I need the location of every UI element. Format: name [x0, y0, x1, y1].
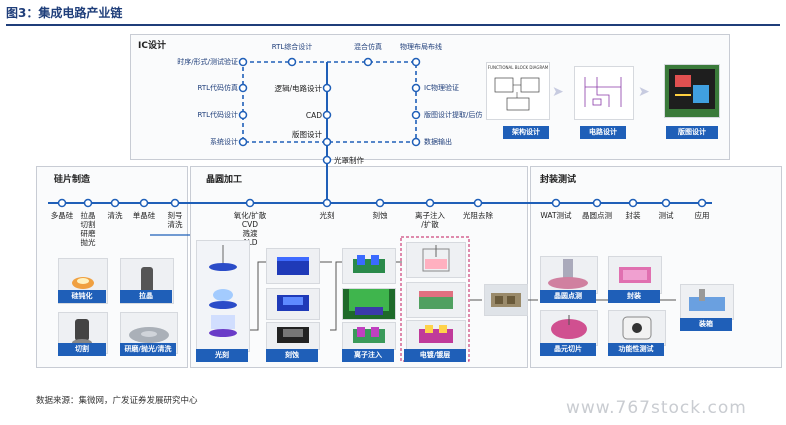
boxing-tray-icon	[689, 289, 725, 311]
dicing-photo	[540, 310, 598, 346]
ic-center-node-2: CAD	[305, 111, 322, 120]
etch-layer-icon	[277, 295, 309, 311]
ic-center-node-3: 版图设计	[292, 130, 322, 139]
layout-screen-icon	[669, 69, 715, 109]
wafer-step-2: 光刻	[319, 211, 335, 220]
silicon-step-3: 清洗	[107, 211, 123, 220]
probe-test-photo	[540, 256, 598, 294]
silicon-step-2: 拉晶 切割 研磨 抛光	[80, 211, 96, 247]
wafer-step-5: 光阻去除	[463, 211, 493, 220]
wafer-photo-caption-1: 光刻	[196, 349, 248, 362]
boxing-photo	[680, 284, 734, 320]
packaging-step-5: 应用	[694, 211, 710, 220]
ic-top-node-1: RTL综合设计	[271, 43, 313, 51]
silicon-photo-caption-3: 切割	[58, 343, 106, 356]
finished-chip-photo	[484, 284, 528, 316]
wafer-photo-caption-3: 离子注入	[342, 349, 394, 362]
ion-beam-icon	[349, 289, 389, 315]
ic-top-node-2: 混合仿真	[354, 43, 382, 51]
functional-test-photo	[608, 310, 666, 346]
packaging-step-4: 测试	[658, 211, 674, 220]
packaging-photo-caption-1: 晶圆点测	[540, 290, 596, 303]
ic-left-node-3: RTL代码设计	[197, 111, 238, 119]
package-photo	[608, 256, 662, 294]
lithography-stack-icon	[209, 245, 237, 337]
arrow-right-icon: ➤	[638, 84, 650, 100]
architecture-design-caption: 架构设计	[503, 126, 549, 139]
chip-icon	[491, 293, 521, 307]
circuit-schematic-icon	[584, 77, 622, 107]
plating-layer-icon	[419, 325, 453, 343]
figure-title: 图3：集成电路产业链	[6, 6, 123, 20]
ic-right-node-3: 数据输出	[424, 138, 452, 146]
plating-photo-3	[406, 320, 466, 352]
silicon-title: 硅片制造	[54, 175, 91, 185]
arrow-right-icon: ➤	[552, 84, 564, 100]
packaging-photo-caption-5: 装箱	[680, 318, 732, 331]
ion-layer-icon	[353, 255, 385, 273]
wafer-title: 晶圆加工	[206, 175, 243, 185]
packaging-photo-caption-2: 封装	[608, 290, 660, 303]
etch-photo-3	[266, 322, 320, 350]
ic-right-node-2: 版图设计提取/后仿	[424, 111, 483, 119]
layout-design-thumbnail	[664, 64, 720, 118]
etch-photo-1	[266, 248, 320, 284]
ion-photo-3	[342, 322, 396, 350]
ic-left-node-1: 时序/形式/测试验证	[177, 58, 238, 66]
ic-left-node-4: 系统设计	[210, 138, 238, 146]
packaging-step-2: 晶圆点测	[582, 211, 612, 220]
etch-layer-icon	[277, 327, 309, 343]
lithography-photo	[196, 240, 250, 352]
packaging-step-1: WAT测试	[540, 211, 572, 220]
watermark: www.767stock.com	[566, 398, 747, 418]
tester-icon	[622, 316, 652, 340]
ic-center-node-1: 逻辑/电路设计	[274, 84, 322, 93]
ion-photo-2	[342, 288, 396, 320]
wafer-photo-caption-4: 电镀/镀层	[404, 349, 466, 362]
circuit-design-caption: 电路设计	[580, 126, 626, 139]
plating-tank-icon	[422, 245, 450, 272]
packaging-title: 封装测试	[540, 175, 577, 185]
silicon-step-5: 刻号 清洗	[167, 211, 183, 229]
ic-left-node-2: RTL代码仿真	[197, 84, 238, 92]
ion-layer-icon	[353, 327, 385, 343]
source-note: 数据来源：集微网，广发证券发展研究中心	[36, 396, 198, 406]
mask-label: 光罩制作	[334, 156, 364, 165]
ic-top-node-3: 物理布局布线	[400, 43, 442, 51]
wafer-photo-caption-2: 刻蚀	[266, 349, 318, 362]
silicon-step-4: 单晶硅	[132, 211, 156, 220]
architecture-design-thumbnail: FUNCTIONAL BLOCK DIAGRAM	[486, 62, 550, 120]
diced-wafer-icon	[551, 315, 587, 339]
packaging-photo-caption-3: 晶元切片	[540, 343, 596, 356]
ion-photo-1	[342, 248, 396, 284]
package-icon	[619, 267, 651, 283]
silicon-photo-caption-4: 研磨/抛光/清洗	[120, 343, 176, 356]
plating-photo-1	[406, 242, 466, 278]
probe-station-icon	[548, 259, 588, 289]
silicon-photo-caption-2: 拉晶	[120, 290, 172, 303]
silicon-photo-caption-1: 硅钝化	[58, 290, 106, 303]
silicon-ingot-icon	[72, 277, 94, 289]
plating-photo-2	[406, 282, 466, 318]
layout-design-caption: 版图设计	[666, 126, 718, 139]
etch-layer-icon	[277, 257, 309, 275]
silicon-step-1: 多晶硅	[50, 211, 74, 220]
thumbnail-diagram-title: FUNCTIONAL BLOCK DIAGRAM	[487, 65, 549, 70]
title-rule	[6, 24, 780, 26]
circuit-design-thumbnail	[574, 66, 634, 120]
wafer-step-1: 氧化/扩散 CVD 溅渡 ALD	[233, 211, 267, 247]
block-diagram-icon	[494, 77, 540, 111]
wafer-step-4: 离子注入 /扩散	[415, 211, 445, 229]
wafer-disc-icon	[129, 327, 169, 343]
etch-photo-2	[266, 288, 320, 320]
packaging-step-3: 封装	[625, 211, 641, 220]
packaging-photo-caption-4: 功能性测试	[608, 343, 664, 356]
ic-design-title: IC设计	[138, 41, 166, 51]
plating-layer-icon	[419, 291, 453, 309]
wafer-step-3: 刻蚀	[372, 211, 388, 220]
ic-right-node-1: IC物理验证	[424, 84, 459, 92]
